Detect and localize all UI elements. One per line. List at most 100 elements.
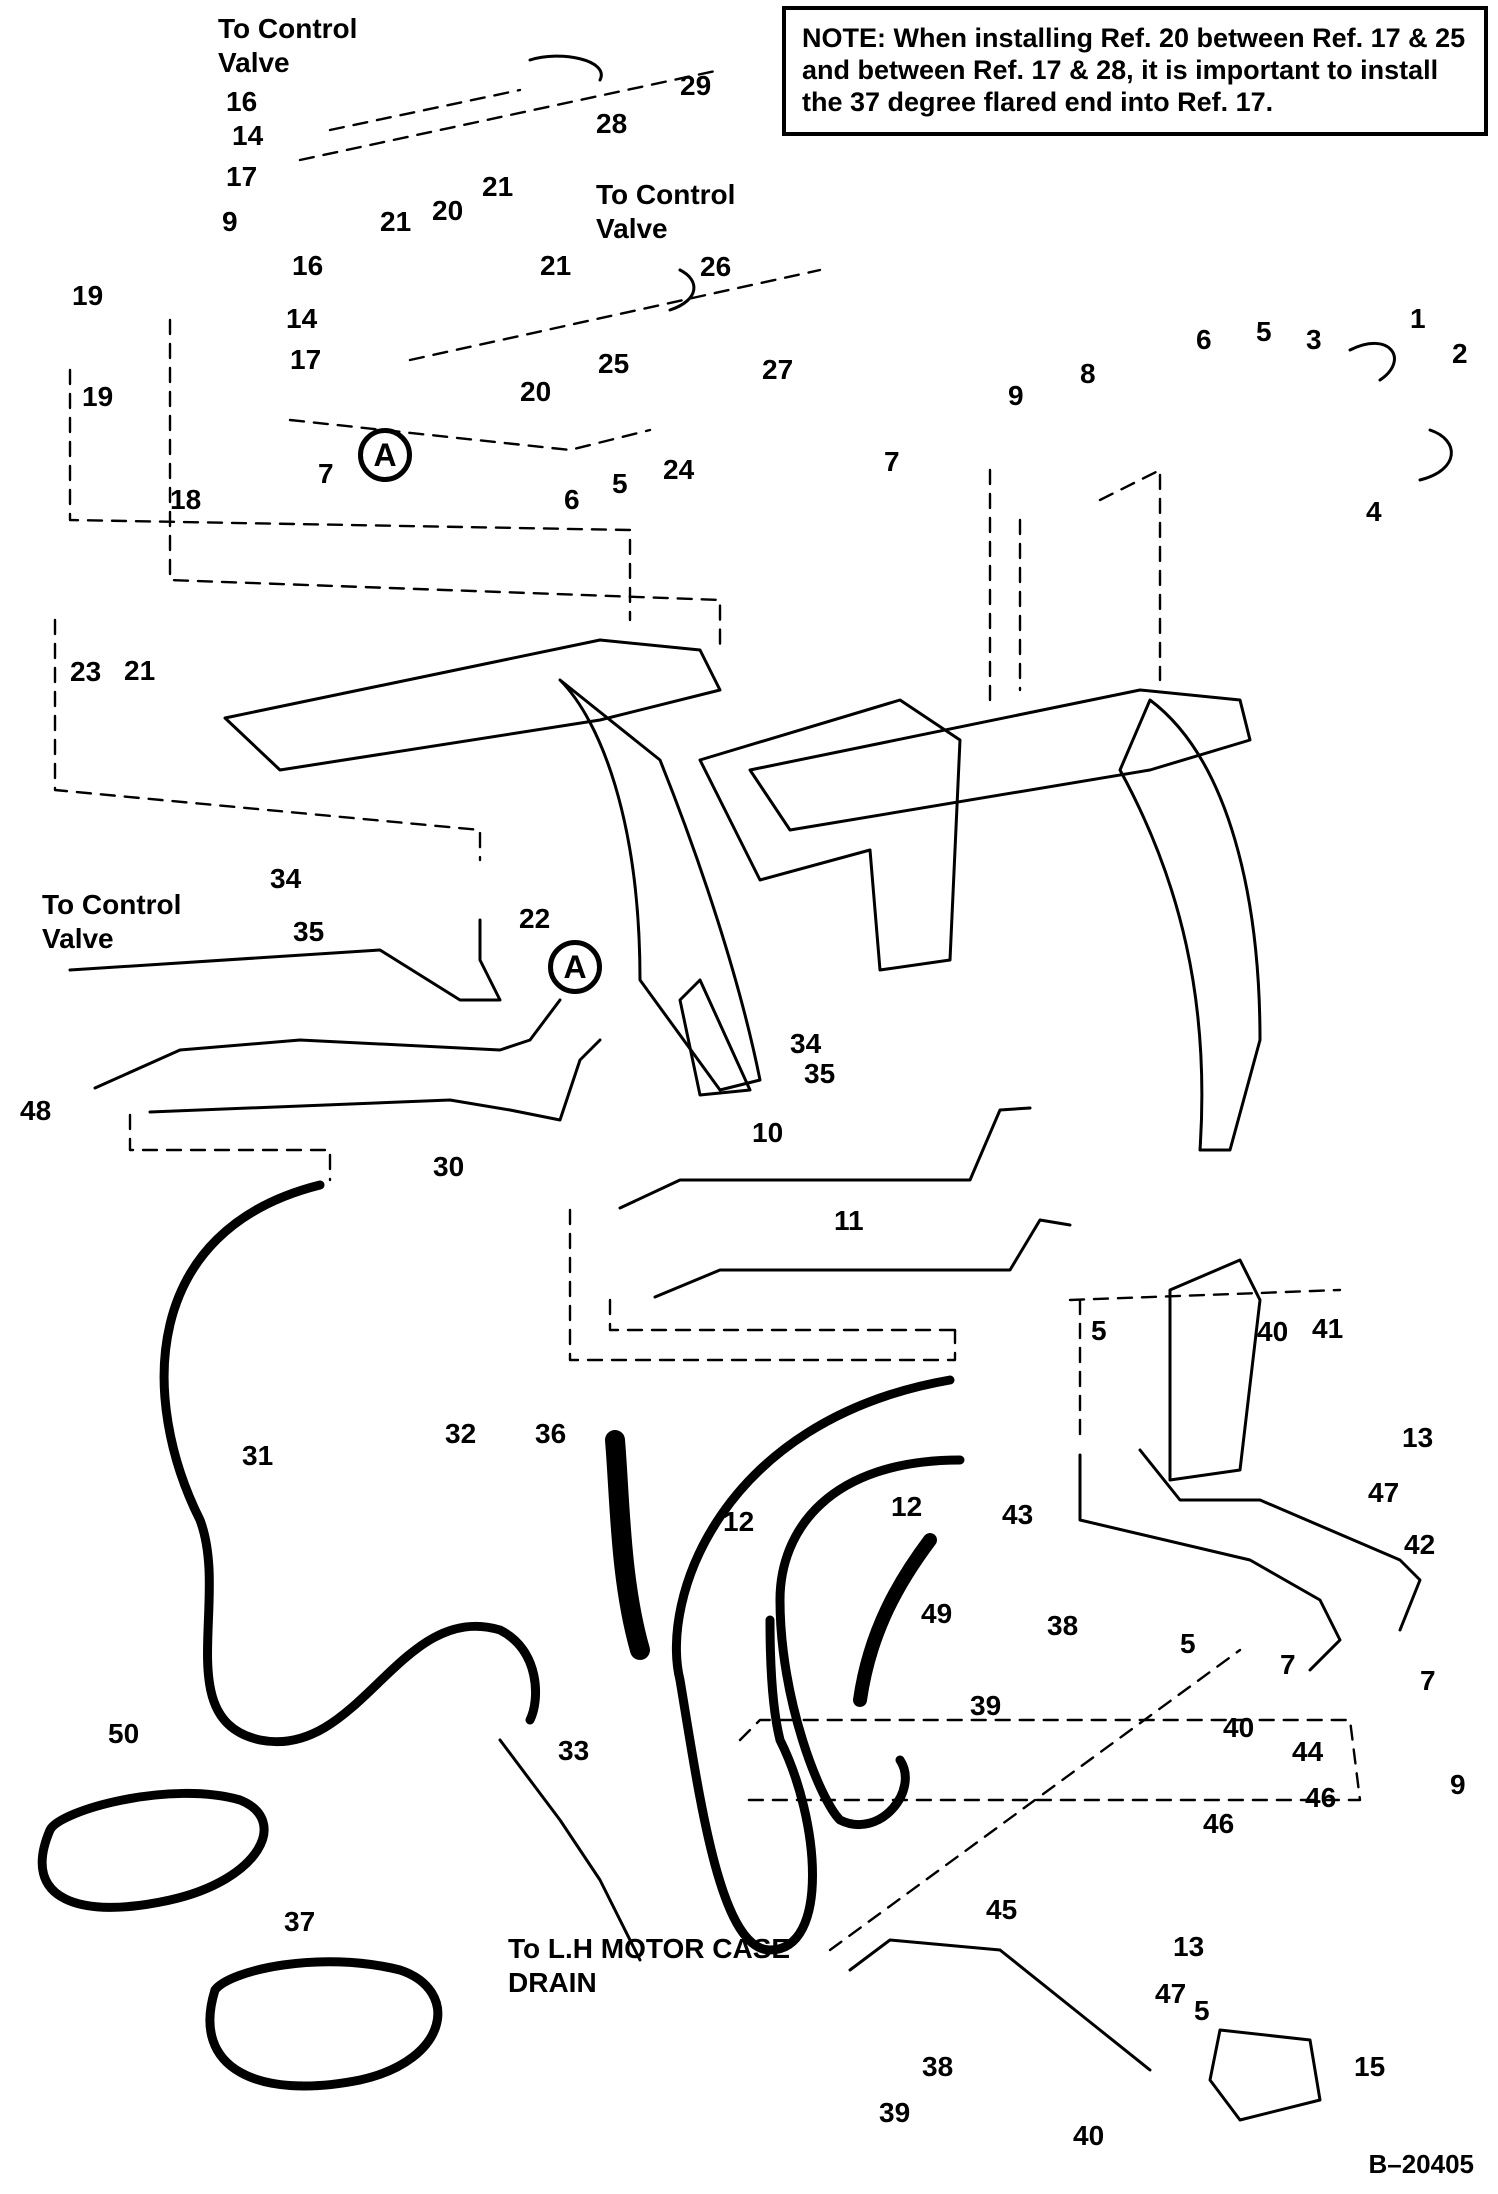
- part-callout-5: 5: [1091, 1315, 1107, 1346]
- part-callout-16: 16: [292, 250, 324, 281]
- part-callout-32: 32: [445, 1418, 477, 1449]
- part-callout-33: 33: [558, 1735, 590, 1766]
- right-boom-upright: [1118, 698, 1262, 1152]
- left-boom-upright: [558, 678, 762, 1092]
- part-callout-38: 38: [1047, 1610, 1079, 1641]
- part-callout-21: 21: [124, 655, 156, 686]
- part-callout-40: 40: [1073, 2120, 1105, 2151]
- tube-30: [148, 1038, 602, 1122]
- part-callout-44: 44: [1292, 1736, 1324, 1767]
- part-callout-35: 35: [293, 916, 325, 947]
- part-callout-50: 50: [108, 1718, 140, 1749]
- part-callout-48: 48: [20, 1095, 52, 1126]
- right-boom-arm: [748, 688, 1252, 832]
- part-callout-24: 24: [663, 454, 695, 485]
- left-boom-arm: [223, 638, 722, 772]
- part-callout-9: 9: [1008, 380, 1024, 411]
- part-callout-17: 17: [226, 161, 258, 192]
- detail-marker-a-lower: A: [548, 940, 602, 994]
- hose-12-long: [671, 1375, 955, 1955]
- installation-note: NOTE: When installing Ref. 20 between Re…: [782, 6, 1488, 136]
- tube-48: [93, 998, 562, 1090]
- detail-marker-a-top: A: [358, 428, 412, 482]
- part-callout-15: 15: [1354, 2051, 1386, 2082]
- hose-guard-49: [853, 1533, 937, 1707]
- part-callout-25: 25: [598, 348, 630, 379]
- part-callout-2: 2: [1452, 338, 1468, 369]
- drawing-code: B–20405: [1368, 2149, 1474, 2179]
- part-callout-1: 1: [1410, 303, 1426, 334]
- note-text: When installing Ref. 20 between Ref. 17 …: [802, 23, 1466, 117]
- left-arm-foot: [678, 978, 752, 1097]
- part-callout-19: 19: [82, 381, 114, 412]
- annotation-control-valve-top: To Control Valve: [218, 13, 358, 78]
- part-callout-21: 21: [482, 171, 514, 202]
- part-callout-7: 7: [318, 458, 334, 489]
- part-callout-47: 47: [1368, 1477, 1400, 1508]
- part-callout-38: 38: [922, 2051, 954, 2082]
- part-callout-5: 5: [1180, 1628, 1196, 1659]
- annotation-control-valve-mid: To Control Valve: [596, 179, 736, 244]
- part-callout-45: 45: [986, 1894, 1018, 1925]
- part-callout-7: 7: [884, 446, 900, 477]
- part-callout-17: 17: [290, 344, 322, 375]
- part-callout-13: 13: [1402, 1422, 1434, 1453]
- part-callout-6: 6: [1196, 324, 1212, 355]
- part-callout-31: 31: [242, 1440, 274, 1471]
- tube-22: [68, 918, 502, 1002]
- part-callout-13: 13: [1173, 1931, 1205, 1962]
- part-callout-35: 35: [804, 1058, 836, 1089]
- part-callout-34: 34: [790, 1028, 822, 1059]
- part-callout-41: 41: [1312, 1313, 1344, 1344]
- hose-12-short: [775, 1455, 965, 1830]
- part-callout-46: 46: [1203, 1808, 1235, 1839]
- part-callout-29: 29: [680, 70, 712, 101]
- part-callout-4: 4: [1366, 496, 1382, 527]
- tube-42: [1138, 1448, 1422, 1632]
- part-callout-28: 28: [596, 108, 628, 139]
- part-callout-21: 21: [540, 250, 572, 281]
- part-callout-16: 16: [226, 86, 258, 117]
- part-callout-14: 14: [232, 120, 264, 151]
- tube-43: [1078, 1453, 1342, 1672]
- part-callout-14: 14: [286, 303, 318, 334]
- part-callout-40: 40: [1257, 1316, 1289, 1347]
- part-callout-9: 9: [222, 206, 238, 237]
- part-callout-23: 23: [70, 656, 102, 687]
- part-callout-3: 3: [1306, 324, 1322, 355]
- cable-2: [1418, 428, 1453, 482]
- part-callout-18: 18: [170, 484, 202, 515]
- control-valve-15: [1208, 2028, 1322, 2122]
- part-callout-11: 11: [834, 1205, 864, 1236]
- part-callout-47: 47: [1155, 1978, 1187, 2009]
- part-callout-6: 6: [564, 484, 580, 515]
- part-callout-26: 26: [700, 251, 732, 282]
- hose-31: [159, 1180, 540, 1747]
- annotation-control-valve-left: To Control Valve: [42, 889, 182, 954]
- coil-50: [37, 1789, 269, 1912]
- cable-1: [1348, 342, 1396, 382]
- part-callout-40: 40: [1223, 1712, 1255, 1743]
- annotation-motor-case-drain: To L.H MOTOR CASE DRAIN: [508, 1933, 791, 1998]
- part-callout-39: 39: [879, 2097, 911, 2128]
- part-callout-36: 36: [535, 1418, 567, 1449]
- cable-26: [668, 268, 696, 312]
- tube-11: [653, 1218, 1072, 1299]
- tube-45: [848, 1938, 1152, 2072]
- part-callout-5: 5: [612, 468, 628, 499]
- part-callout-20: 20: [432, 195, 464, 226]
- part-callout-20: 20: [520, 376, 552, 407]
- part-callout-30: 30: [433, 1151, 465, 1182]
- part-callout-21: 21: [380, 206, 412, 237]
- valve-block: [1168, 1258, 1262, 1482]
- tube-10: [618, 1106, 1032, 1210]
- note-lead: NOTE:: [802, 23, 886, 53]
- part-callout-39: 39: [970, 1690, 1002, 1721]
- part-callout-5: 5: [1256, 316, 1272, 347]
- part-callout-7: 7: [1420, 1665, 1436, 1696]
- center-crossmember: [698, 698, 962, 972]
- part-callout-42: 42: [1404, 1529, 1436, 1560]
- hose-33-drain: [498, 1738, 642, 1962]
